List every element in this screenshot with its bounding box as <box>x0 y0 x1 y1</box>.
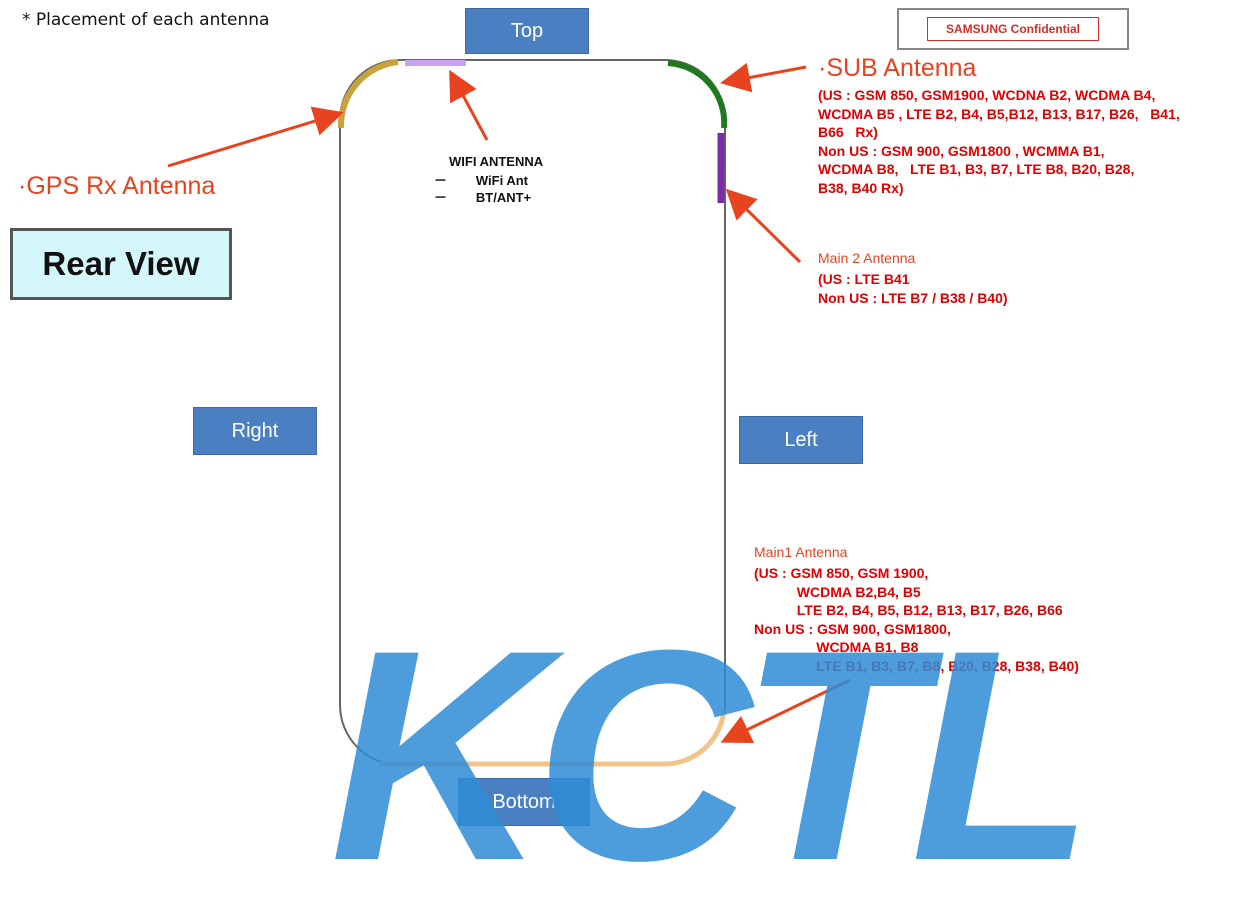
gps-antenna-segment <box>337 59 399 129</box>
main2-arrow <box>725 188 802 264</box>
wifi-antenna-lines: － WiFi Ant － BT/ANT+ <box>434 173 532 205</box>
rear-view-label: Rear View <box>10 228 232 300</box>
main2-antenna-title: Main 2 Antenna <box>818 250 916 266</box>
label-right: Right <box>193 407 317 455</box>
gps-arrow <box>167 106 344 168</box>
label-left: Left <box>739 416 863 464</box>
main1-antenna-details: (US : GSM 850, GSM 1900, WCDMA B2,B4, B5… <box>754 565 1079 674</box>
label-bottom: Bottom <box>458 778 590 826</box>
main1-arrow <box>720 678 851 744</box>
label-top: Top <box>465 8 589 54</box>
confidential-text: SAMSUNG Confidential <box>927 17 1099 41</box>
sub-arrow <box>720 62 807 93</box>
confidential-badge: SAMSUNG Confidential <box>897 8 1129 50</box>
main1-antenna-title: Main1 Antenna <box>754 544 848 560</box>
sub-antenna-details: (US : GSM 850, GSM1900, WCDNA B2, WCDMA … <box>818 87 1180 196</box>
gps-antenna-title: ·GPS Rx Antenna <box>18 172 216 200</box>
wifi-antenna-title: WIFI ANTENNA <box>449 154 544 169</box>
kctl-watermark: KCTL <box>330 587 1094 923</box>
antenna-diagram <box>167 59 851 767</box>
placement-note: * Placement of each antenna <box>22 10 270 30</box>
sub-antenna-segment <box>667 60 728 129</box>
main2-antenna-details: (US : LTE B41 Non US : LTE B7 / B38 / B4… <box>818 271 1008 306</box>
wifi-arrow <box>449 69 489 141</box>
sub-antenna-title: ·SUB Antenna <box>818 54 977 82</box>
